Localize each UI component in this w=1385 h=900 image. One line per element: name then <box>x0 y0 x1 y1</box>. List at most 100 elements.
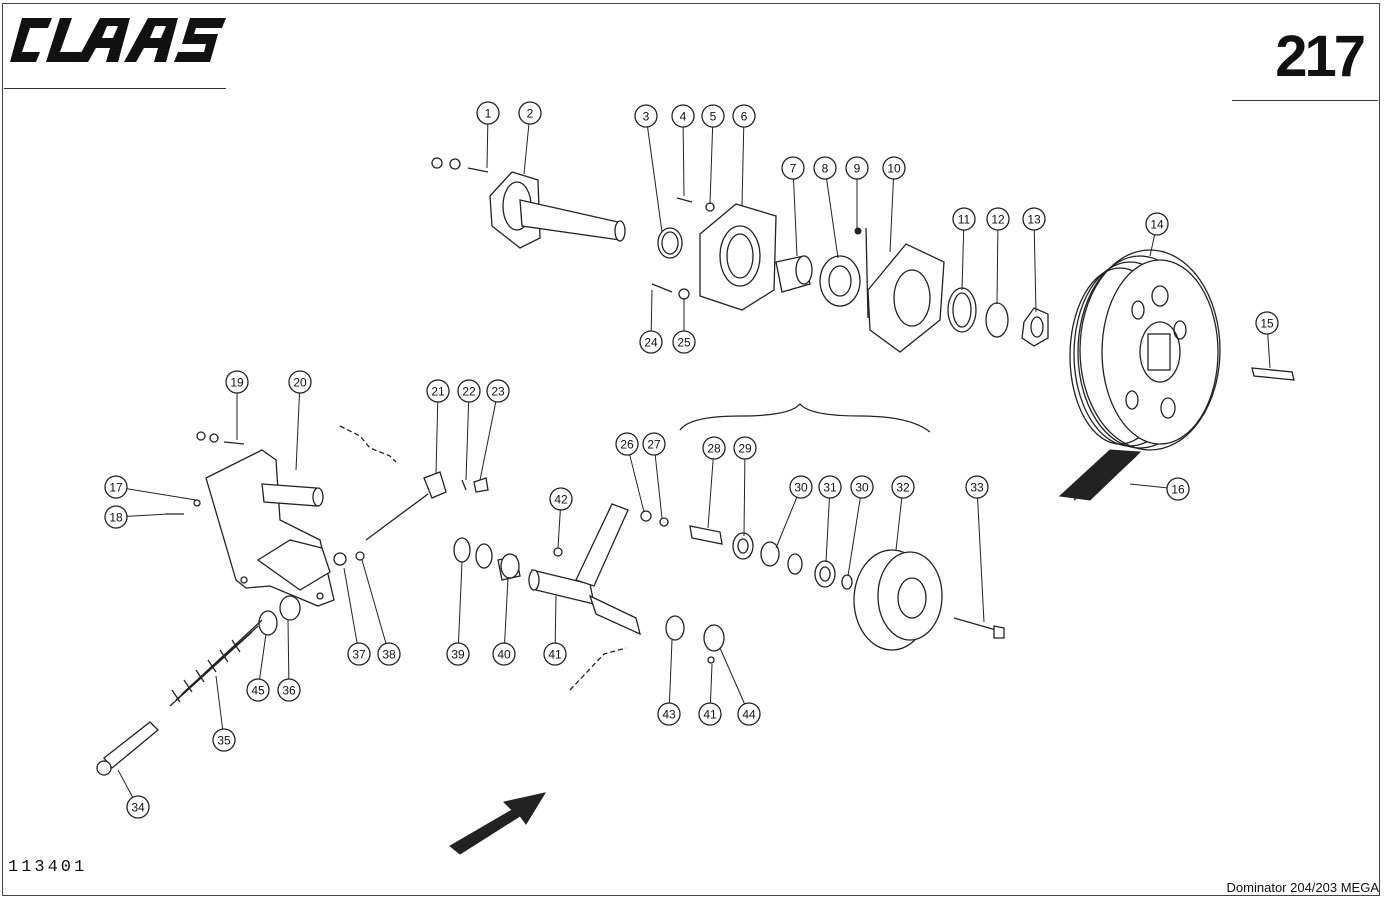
callout-label: 36 <box>282 684 296 698</box>
callout-circle <box>657 702 681 726</box>
upper-shaft-assembly <box>431 157 1049 353</box>
part-callout-38[interactable]: 38 <box>377 642 401 666</box>
part-callout-37[interactable]: 37 <box>347 642 371 666</box>
part-callout-28[interactable]: 28 <box>702 436 726 460</box>
part-callout-43[interactable]: 43 <box>657 702 681 726</box>
page-frame <box>2 3 1380 896</box>
callout-circle <box>702 436 726 460</box>
part-callout-29[interactable]: 29 <box>733 436 757 460</box>
model-name: Dominator 204/203 MEGA <box>1226 880 1379 895</box>
part-callout-35[interactable]: 35 <box>212 728 236 752</box>
part-callout-21[interactable]: 21 <box>426 379 450 403</box>
callout-label: 38 <box>382 648 396 662</box>
callout-leader-37 <box>343 567 360 655</box>
callout-leader-7 <box>792 167 798 257</box>
callout-label: 23 <box>491 385 505 399</box>
part-callout-9[interactable]: 9 <box>845 156 869 180</box>
part-callout-13[interactable]: 13 <box>1022 207 1046 231</box>
callout-circle <box>426 379 450 403</box>
callout-label: 6 <box>741 110 748 124</box>
callout-circle <box>737 702 761 726</box>
part-callout-11[interactable]: 11 <box>952 207 976 231</box>
part-callout-33[interactable]: 33 <box>965 475 989 499</box>
part-callout-20[interactable]: 20 <box>288 370 312 394</box>
part-callout-30[interactable]: 30 <box>850 475 874 499</box>
callout-leader-21 <box>435 390 439 475</box>
callout-circle <box>1166 477 1190 501</box>
part-callout-12[interactable]: 12 <box>986 207 1010 231</box>
callout-leader-4 <box>682 115 685 197</box>
callout-circle <box>377 642 401 666</box>
callout-label: 20 <box>293 376 307 390</box>
part-callout-15[interactable]: 15 <box>1255 311 1279 335</box>
part-callout-26[interactable]: 26 <box>615 432 639 456</box>
part-callout-19[interactable]: 19 <box>225 370 249 394</box>
part-callout-2[interactable]: 2 <box>518 101 542 125</box>
part-callout-16[interactable]: 16 <box>1166 477 1190 501</box>
part-callout-30[interactable]: 30 <box>789 475 813 499</box>
callout-circle <box>642 432 666 456</box>
callout-label: 25 <box>677 336 691 350</box>
part-callout-6[interactable]: 6 <box>732 104 756 128</box>
callout-label: 40 <box>497 648 511 662</box>
page-number: 217 <box>1275 24 1366 89</box>
callout-circle <box>446 642 470 666</box>
part-callout-41[interactable]: 41 <box>698 702 722 726</box>
part-callout-5[interactable]: 5 <box>701 104 725 128</box>
part-callout-44[interactable]: 44 <box>737 702 761 726</box>
header-rule-right <box>1232 100 1378 101</box>
part-callout-18[interactable]: 18 <box>104 505 128 529</box>
callout-label: 44 <box>742 708 756 722</box>
callout-circle <box>813 156 837 180</box>
callout-leader-29 <box>743 447 746 537</box>
part-callout-24[interactable]: 24 <box>639 330 663 354</box>
part-callout-1[interactable]: 1 <box>476 101 500 125</box>
callout-circle <box>818 475 842 499</box>
part-callout-39[interactable]: 39 <box>446 642 470 666</box>
v-belt-pulley <box>1058 249 1295 501</box>
callout-label: 41 <box>548 648 562 662</box>
part-callout-41[interactable]: 41 <box>543 642 567 666</box>
callout-circle <box>104 475 128 499</box>
part-callout-25[interactable]: 25 <box>672 330 696 354</box>
part-callout-10[interactable]: 10 <box>882 156 906 180</box>
callout-label: 26 <box>620 438 634 452</box>
part-callout-14[interactable]: 14 <box>1145 212 1169 236</box>
part-callout-34[interactable]: 34 <box>126 795 150 819</box>
callout-leader-17 <box>115 486 197 501</box>
part-callout-22[interactable]: 22 <box>457 379 481 403</box>
callout-leader-31 <box>825 486 831 563</box>
callout-leader-5 <box>709 115 714 205</box>
callout-leader-28 <box>707 447 715 529</box>
part-callout-3[interactable]: 3 <box>634 104 658 128</box>
part-callout-27[interactable]: 27 <box>642 432 666 456</box>
part-callout-36[interactable]: 36 <box>277 678 301 702</box>
callout-circle <box>246 678 270 702</box>
callout-circle <box>543 642 567 666</box>
part-callout-7[interactable]: 7 <box>781 156 805 180</box>
part-callout-31[interactable]: 31 <box>818 475 842 499</box>
callout-leader-10 <box>889 167 895 253</box>
part-callout-45[interactable]: 45 <box>246 678 270 702</box>
callout-circle <box>639 330 663 354</box>
part-callout-8[interactable]: 8 <box>813 156 837 180</box>
callout-label: 1 <box>485 107 492 121</box>
part-callout-23[interactable]: 23 <box>486 379 510 403</box>
callout-circle <box>952 207 976 231</box>
part-callout-4[interactable]: 4 <box>671 104 695 128</box>
callout-circle <box>492 642 516 666</box>
callout-leader-39 <box>457 561 463 655</box>
part-callout-32[interactable]: 32 <box>891 475 915 499</box>
callout-label: 21 <box>431 385 445 399</box>
callout-label: 16 <box>1171 483 1185 497</box>
callout-circle <box>347 642 371 666</box>
callout-circle <box>486 379 510 403</box>
part-callout-17[interactable]: 17 <box>104 475 128 499</box>
part-callout-42[interactable]: 42 <box>549 487 573 511</box>
callout-label: 32 <box>896 481 910 495</box>
callout-circle <box>518 101 542 125</box>
callout-label: 43 <box>662 708 676 722</box>
part-callout-40[interactable]: 40 <box>492 642 516 666</box>
